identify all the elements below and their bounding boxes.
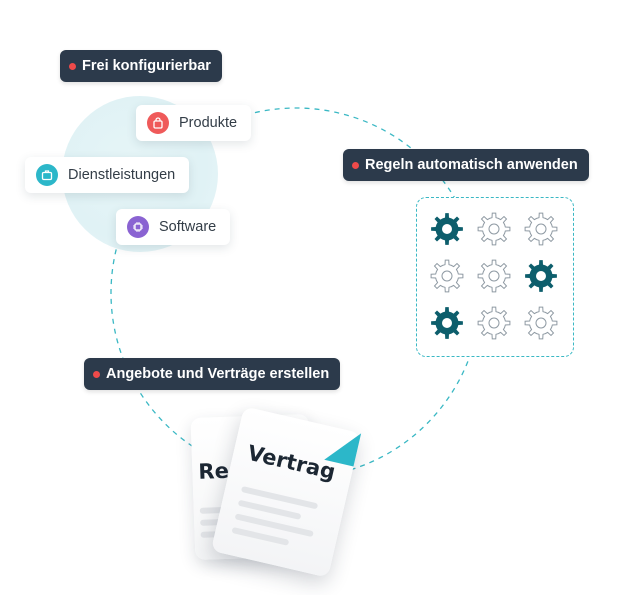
label-regeln-automatisch-anwenden: Regeln automatisch anwenden [343,149,589,181]
label-angebote-und-vertraege: Angebote und Verträge erstellen [84,358,341,390]
chip-icon [127,216,149,238]
item-software: Software [116,209,231,245]
gear-outline-icon [430,259,464,293]
gear-filled-icon [431,307,463,339]
document-title: Vertrag [245,440,338,485]
shopping-bag-icon [147,112,169,134]
gear-outline-icon [524,306,558,340]
item-produkte: Produkte [136,105,252,141]
gear-outline-icon [477,306,511,340]
gear-outline-icon [477,259,511,293]
gear-outline-icon [524,212,558,246]
gear-filled-icon [431,213,463,245]
item-label: Produkte [179,115,238,131]
gear-outline-icon [477,212,511,246]
gear-filled-icon [525,260,557,292]
label-frei-konfigurierbar: Frei konfigurierbar [60,50,222,82]
item-label: Dienstleistungen [68,167,176,183]
briefcase-icon [36,164,58,186]
item-label: Software [159,219,217,235]
item-dienstleistungen: Dienstleistungen [25,157,190,193]
